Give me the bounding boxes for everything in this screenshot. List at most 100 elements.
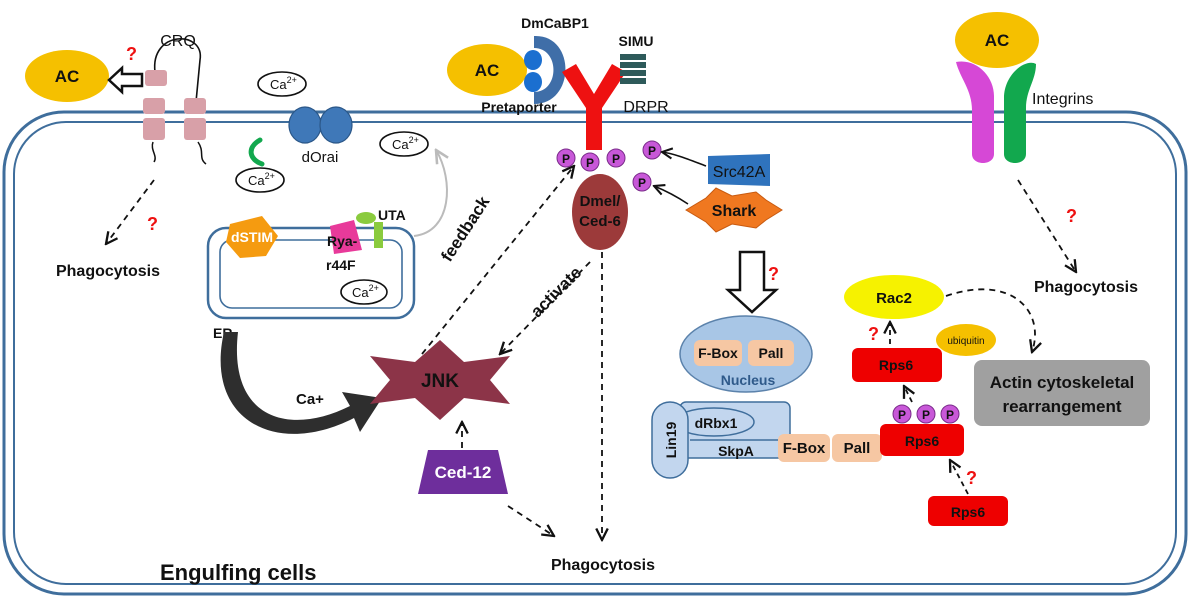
crq-extracellular-segment — [145, 70, 167, 86]
dstim-label: dSTIM — [231, 229, 273, 245]
question-mark: ? — [147, 214, 158, 234]
dmel-ced6-adaptor — [572, 174, 628, 250]
pretaporter-label: Pretaporter — [481, 99, 557, 115]
ac-right-label: AC — [985, 31, 1010, 50]
rps6-phosphorylated — [880, 424, 964, 456]
apoptotic-cell-middle — [447, 44, 527, 96]
drbx1-label: dRbx1 — [695, 415, 738, 431]
ca-release-arrow — [413, 150, 447, 237]
fbox-protein — [778, 434, 830, 462]
crq-tm-segment — [143, 118, 165, 140]
actin-rearrangement-box — [974, 360, 1150, 426]
jnk-feedback-arrow — [421, 166, 574, 355]
jnk-label: JNK — [421, 371, 459, 392]
phosphate-group: P — [916, 404, 936, 424]
crq-tm-segment — [184, 98, 206, 114]
ac-middle-label: AC — [475, 61, 500, 80]
phosphate-group: P — [556, 148, 576, 168]
dorai-channel-left — [288, 106, 322, 144]
dorai-label: dOrai — [302, 149, 339, 166]
pretaporter-domain — [524, 50, 542, 70]
crq-tm-segment — [184, 118, 206, 140]
uta-head — [356, 212, 376, 224]
src42a-phosphorylation-arrow — [662, 152, 707, 167]
skpa-label: SkpA — [718, 443, 754, 459]
fbox-nucleus-label: F-Box — [698, 345, 738, 361]
nucleus-label: Nucleus — [721, 372, 776, 388]
pretaporter-domain — [524, 72, 542, 92]
integrin-to-phagocytosis-arrow — [1017, 179, 1076, 272]
phosphate-group: P — [892, 404, 912, 424]
ubiquitin-label: ubiquitin — [947, 336, 984, 347]
svg-text:P: P — [898, 408, 906, 422]
ced6-label: Ced-6 — [579, 213, 621, 230]
dmcabp1-protein — [534, 35, 566, 104]
calcium-binding-protein — [248, 137, 265, 167]
dorai-channel-right — [319, 106, 353, 144]
ca-ion-label: Ca2+ — [392, 135, 419, 152]
uta-label: UTA — [378, 207, 406, 223]
question-mark: ? — [126, 44, 137, 64]
ca-ion-label: Ca2+ — [270, 75, 297, 92]
ca-ion-label: Ca2+ — [352, 283, 379, 300]
svg-text:P: P — [586, 156, 594, 170]
activate-label: activate — [527, 263, 585, 321]
r44f-label: r44F — [326, 257, 356, 273]
simu-protein — [620, 54, 646, 84]
pall-nucleus-label: Pall — [759, 345, 784, 361]
actin-label-line1: Actin cytoskeletal — [990, 373, 1135, 392]
svg-text:P: P — [612, 152, 620, 166]
dstim-protein — [226, 216, 278, 258]
ced12-to-phagocytosis-arrow — [507, 505, 554, 536]
question-mark: ? — [768, 264, 779, 284]
phosphate-group: P — [642, 140, 662, 160]
phosphate-group: P — [580, 152, 600, 172]
rya-r44f-receptor — [330, 220, 362, 254]
phagocytosis-right-label: Phagocytosis — [1034, 279, 1138, 296]
crq-tm-segment — [143, 98, 165, 114]
fbox-label: F-Box — [783, 440, 826, 457]
rps6-low-label: Rps6 — [951, 504, 985, 520]
svg-text:P: P — [946, 408, 954, 422]
question-mark: ? — [1066, 206, 1077, 226]
crq-loop — [154, 38, 201, 103]
fbox-nucleus — [694, 340, 742, 366]
rac2-gtpase — [844, 275, 944, 319]
phosphate-group: P — [606, 148, 626, 168]
ca-flux-curved-arrow — [220, 332, 382, 434]
crq-hollow-arrow — [107, 65, 144, 95]
integrin-alpha — [956, 61, 994, 163]
pall-label: Pall — [844, 440, 871, 457]
ca-ion-label: Ca2+ — [248, 171, 275, 188]
drpr-label: DRPR — [623, 99, 668, 116]
shark-kinase — [685, 187, 783, 233]
rps6-phosphorylation-arrow — [950, 460, 969, 495]
question-mark: ? — [868, 324, 879, 344]
ca-plus-label: Ca+ — [296, 391, 324, 408]
src42a-kinase — [708, 154, 770, 186]
integrin-beta — [1004, 62, 1036, 163]
pall-protein — [832, 434, 882, 462]
crq-to-phagocytosis-arrow — [106, 179, 155, 244]
shark-label: Shark — [712, 203, 757, 220]
rac2-label: Rac2 — [876, 290, 912, 307]
uta-stalk — [374, 222, 383, 248]
rps6-mid-label: Rps6 — [905, 433, 939, 449]
svg-text:P: P — [922, 408, 930, 422]
ca-ion-er — [340, 279, 388, 305]
svg-text:P: P — [648, 144, 656, 158]
rps6-unphosphorylated — [928, 496, 1008, 526]
phosphate-group: P — [940, 404, 960, 424]
rps6-ubiquitinated — [852, 348, 942, 382]
svg-text:P: P — [562, 152, 570, 166]
rps6-top-label: Rps6 — [879, 357, 913, 373]
shark-phosphorylation-arrow — [654, 186, 689, 205]
pall-nucleus — [748, 340, 794, 366]
crq-tails — [151, 141, 207, 165]
actin-label-line2: rearrangement — [1002, 397, 1121, 416]
rya-label: Rya- — [327, 233, 358, 249]
simu-label: SIMU — [619, 33, 654, 49]
apoptotic-cell-left — [25, 50, 109, 102]
question-mark: ? — [966, 468, 977, 488]
